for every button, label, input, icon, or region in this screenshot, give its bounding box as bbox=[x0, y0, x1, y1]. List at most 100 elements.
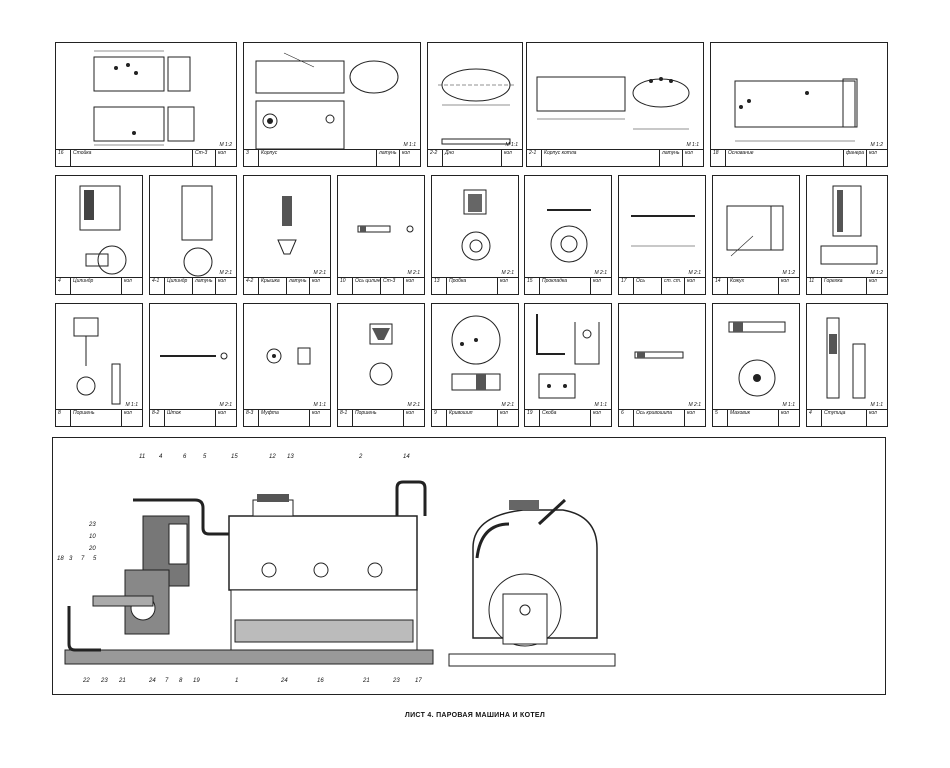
callout-label: 4 bbox=[159, 454, 163, 460]
drawing-sheet-piston: 8-1 Поршень кол М 2:1 bbox=[337, 303, 425, 427]
callout-label: 5 bbox=[93, 556, 97, 562]
part-drawing-flywheel bbox=[728, 321, 786, 397]
part-drawing-boiler-body bbox=[536, 76, 690, 130]
title-block: 8 Поршень кол bbox=[56, 409, 142, 426]
callout-label: 17 bbox=[415, 678, 422, 684]
steam-engine-assembly bbox=[64, 480, 616, 667]
title-block: 4 Цилиндр кол bbox=[56, 277, 142, 294]
drawing-sheet-body: 3 Корпус латунь кол М 1:1 bbox=[243, 42, 421, 167]
title-block: 17 Ось ст. ст. кол bbox=[619, 277, 705, 294]
callout-label: 23 bbox=[89, 522, 96, 528]
part-drawing-body bbox=[255, 52, 399, 150]
title-block: 6 Ось кривошипа кол bbox=[619, 409, 705, 426]
part-drawing-axle bbox=[631, 215, 695, 247]
drawing-sheet-stand: 16 Стойка Ст-3 кол М 1:2 bbox=[55, 42, 237, 167]
part-drawing-rod bbox=[160, 352, 228, 360]
callout-label: 22 bbox=[83, 678, 90, 684]
drawing-sheet-lid: 4-2 Крышка латунь кол М 2:1 bbox=[243, 175, 331, 295]
callout-label: 7 bbox=[81, 556, 85, 562]
callout-label: 3 bbox=[69, 556, 73, 562]
part-drawing-cylinder-axis bbox=[357, 225, 414, 233]
part-drawing-bottom bbox=[438, 68, 514, 145]
page-caption: ЛИСТ 4. ПАРОВАЯ МАШИНА И КОТЕЛ bbox=[404, 712, 546, 719]
drawing-sheet-cylinder: 4-1 Цилиндр латунь кол М 2:1 bbox=[149, 175, 237, 295]
callout-label: 24 bbox=[149, 678, 156, 684]
title-block: 4 Ступица кол bbox=[807, 409, 887, 426]
drawing-sheet-rod: 8-2 Шток кол М 2:1 bbox=[149, 303, 237, 427]
title-block: 19 Скоба кол bbox=[525, 409, 611, 426]
title-block: 10 Ось цилиндра Ст-3 кол bbox=[338, 277, 424, 294]
title-block: 8-2 Шток кол bbox=[150, 409, 236, 426]
part-drawing-casing bbox=[726, 205, 784, 257]
part-drawing-piston-assembly bbox=[73, 317, 121, 405]
callout-label: 24 bbox=[281, 678, 288, 684]
callout-label: 19 bbox=[193, 678, 200, 684]
drawing-sheet-base: 18 Основание фанера кол М 1:2 bbox=[710, 42, 888, 167]
title-block: 15 Прокладка кол bbox=[525, 277, 611, 294]
part-drawing-coupling bbox=[266, 347, 311, 365]
callout-label: 16 bbox=[317, 678, 324, 684]
title-block: 4-2 Крышка латунь кол bbox=[244, 277, 330, 294]
title-block: 2-2 Дно кол bbox=[428, 149, 522, 166]
assembly-drawing-sheet: 11 4 6 5 15 12 13 2 14 23 10 20 18 3 7 5… bbox=[52, 437, 886, 695]
title-block: 3 Корпус латунь кол bbox=[244, 149, 420, 166]
callout-label: 2 bbox=[359, 454, 363, 460]
title-block: 11 Горелка кол bbox=[807, 277, 887, 294]
drawing-sheet-burner: 11 Горелка кол М 1:2 bbox=[806, 175, 888, 295]
callout-label: 8 bbox=[179, 678, 183, 684]
drawing-sheet-bottom: 2-2 Дно кол М 1:1 bbox=[427, 42, 523, 167]
callout-label: 13 bbox=[287, 454, 294, 460]
callout-label: 12 bbox=[269, 454, 276, 460]
drawing-sheet-piston-assembly: 8 Поршень кол М 1:1 bbox=[55, 303, 143, 427]
callout-label: 10 bbox=[89, 534, 96, 540]
drawing-sheet-coupling: 8-3 Муфта кол М 1:1 bbox=[243, 303, 331, 427]
callout-label: 18 bbox=[57, 556, 64, 562]
part-drawing-plug bbox=[461, 189, 491, 261]
part-drawing-crank bbox=[451, 315, 501, 391]
callout-label: 20 bbox=[89, 546, 96, 552]
title-block: 18 Основание фанера кол bbox=[711, 149, 887, 166]
title-block: 13 Пробка кол bbox=[432, 277, 518, 294]
title-block: 2-1 Корпус котла латунь кол bbox=[527, 149, 703, 166]
drawing-sheet-hub: 4 Ступица кол М 1:1 bbox=[806, 303, 888, 427]
callout-label: 7 bbox=[165, 678, 169, 684]
part-drawing-piston bbox=[369, 323, 393, 386]
callout-label: 21 bbox=[119, 678, 126, 684]
part-drawing-burner bbox=[820, 185, 878, 265]
callout-label: 21 bbox=[363, 678, 370, 684]
title-block: 14 Кожух кол bbox=[713, 277, 799, 294]
title-block: 16 Стойка Ст-3 кол bbox=[56, 149, 236, 166]
title-block: 5 Маховик кол bbox=[713, 409, 799, 426]
title-block: 9 Кривошип кол bbox=[432, 409, 518, 426]
part-drawing-cylinder-assembly bbox=[79, 185, 127, 275]
callout-label: 14 bbox=[403, 454, 410, 460]
part-drawing-cylinder bbox=[181, 185, 213, 277]
part-drawing-hub bbox=[826, 317, 866, 399]
callout-label: 15 bbox=[231, 454, 238, 460]
drawing-sheet-cylinder-assembly: 4 Цилиндр кол bbox=[55, 175, 143, 295]
drawing-sheet-flywheel: 5 Маховик кол М 1:1 bbox=[712, 303, 800, 427]
part-drawing-base bbox=[734, 78, 858, 142]
part-drawing-stand bbox=[93, 50, 195, 146]
drawing-sheet-bracket: 19 Скоба кол М 1:1 bbox=[524, 303, 612, 427]
drawing-sheet-axle: 17 Ось ст. ст. кол М 2:1 bbox=[618, 175, 706, 295]
drawing-sheet-crank: 9 Кривошип кол М 2:1 bbox=[431, 303, 519, 427]
drawing-sheet-boiler-body: 2-1 Корпус котла латунь кол М 1:1 bbox=[526, 42, 704, 167]
drawing-sheet-crank-axle: 6 Ось кривошипа кол М 2:1 bbox=[618, 303, 706, 427]
part-drawing-gasket bbox=[547, 209, 591, 263]
part-drawing-crank-axle bbox=[634, 351, 684, 359]
callout-label: 23 bbox=[393, 678, 400, 684]
drawing-sheet-cylinder-axis: 10 Ось цилиндра Ст-3 кол М 2:1 bbox=[337, 175, 425, 295]
title-block: 8-1 Поршень кол bbox=[338, 409, 424, 426]
part-drawing-bracket bbox=[536, 314, 600, 399]
callout-label: 5 bbox=[203, 454, 207, 460]
callout-label: 23 bbox=[101, 678, 108, 684]
title-block: 8-3 Муфта кол bbox=[244, 409, 330, 426]
title-block: 4-1 Цилиндр латунь кол bbox=[150, 277, 236, 294]
callout-label: 1 bbox=[235, 678, 239, 684]
callout-label: 6 bbox=[183, 454, 187, 460]
drawing-sheet-casing: 14 Кожух кол М 1:2 bbox=[712, 175, 800, 295]
drawing-sheet-plug: 13 Пробка кол М 2:1 bbox=[431, 175, 519, 295]
callout-label: 11 bbox=[139, 454, 146, 460]
drawing-sheet-gasket: 15 Прокладка кол М 2:1 bbox=[524, 175, 612, 295]
